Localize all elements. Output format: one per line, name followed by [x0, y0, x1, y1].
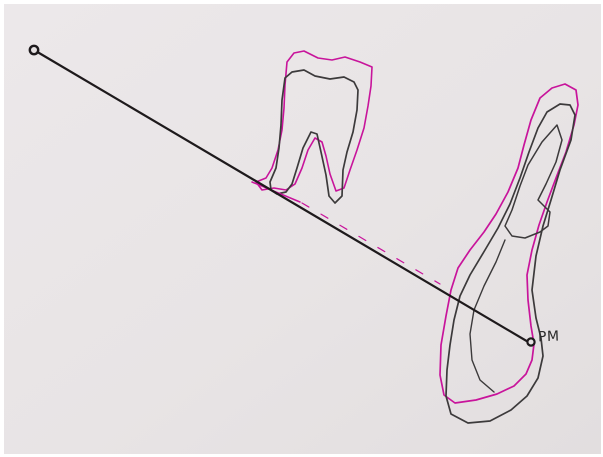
molar-outline-pencil	[270, 70, 358, 203]
magenta-line-segment-2	[302, 203, 440, 284]
start-point	[30, 46, 38, 54]
symphysis-outline-pencil	[446, 104, 575, 423]
symphysis-outline-magenta	[440, 84, 578, 403]
pm-point	[527, 338, 534, 345]
pm-label: PM	[538, 329, 560, 346]
symphysis-inner-cortex	[470, 240, 505, 392]
